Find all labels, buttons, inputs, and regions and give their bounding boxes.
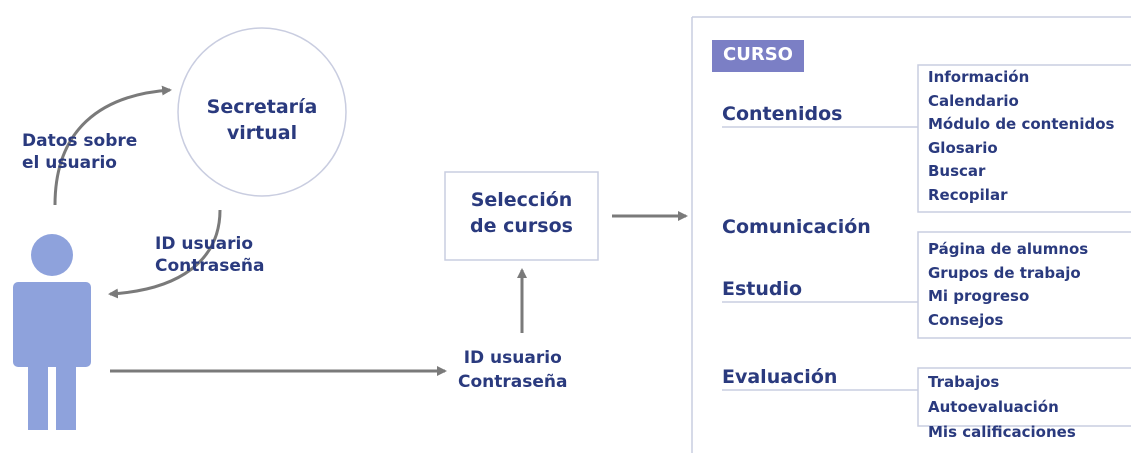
list-item: Mis calificaciones: [928, 423, 1076, 441]
section-comunicacion: Comunicación: [722, 216, 871, 238]
user-icon: [13, 234, 91, 430]
group-contenidos-list: Información Calendario Módulo de conteni…: [928, 66, 1114, 207]
list-item: Mi progreso: [928, 287, 1030, 305]
curso-header: CURSO: [723, 44, 793, 65]
section-contenidos: Contenidos: [722, 103, 843, 125]
secretaria-circle: [177, 27, 347, 197]
list-item: Información: [928, 68, 1030, 86]
group-evaluacion-list: Trabajos Autoevaluación Mis calificacion…: [928, 370, 1076, 445]
list-item: Módulo de contenidos: [928, 115, 1115, 133]
list-item: Glosario: [928, 138, 998, 157]
section-estudio: Estudio: [722, 278, 803, 300]
curso-header-bar: [712, 40, 804, 72]
list-item: Grupos de trabajo: [928, 263, 1081, 282]
list-item: Buscar: [928, 162, 986, 180]
section-evaluacion: Evaluación: [722, 366, 838, 388]
group3-bracket: [917, 367, 1131, 427]
group1-bracket: [917, 64, 1131, 213]
list-item: Trabajos: [928, 373, 1000, 391]
list-item: Autoevaluación: [928, 398, 1059, 416]
group2-bracket: [917, 231, 1131, 339]
seleccion-box: [444, 171, 599, 261]
arrow-datos: [53, 85, 172, 206]
list-item: Consejos: [928, 310, 1004, 329]
list-item: Recopilar: [928, 185, 1008, 204]
list-item: Calendario: [928, 91, 1019, 110]
list-item: Página de alumnos: [928, 240, 1089, 258]
arrow-id-left: [108, 209, 222, 299]
group-estudio-list: Página de alumnos Grupos de trabajo Mi p…: [928, 238, 1088, 332]
